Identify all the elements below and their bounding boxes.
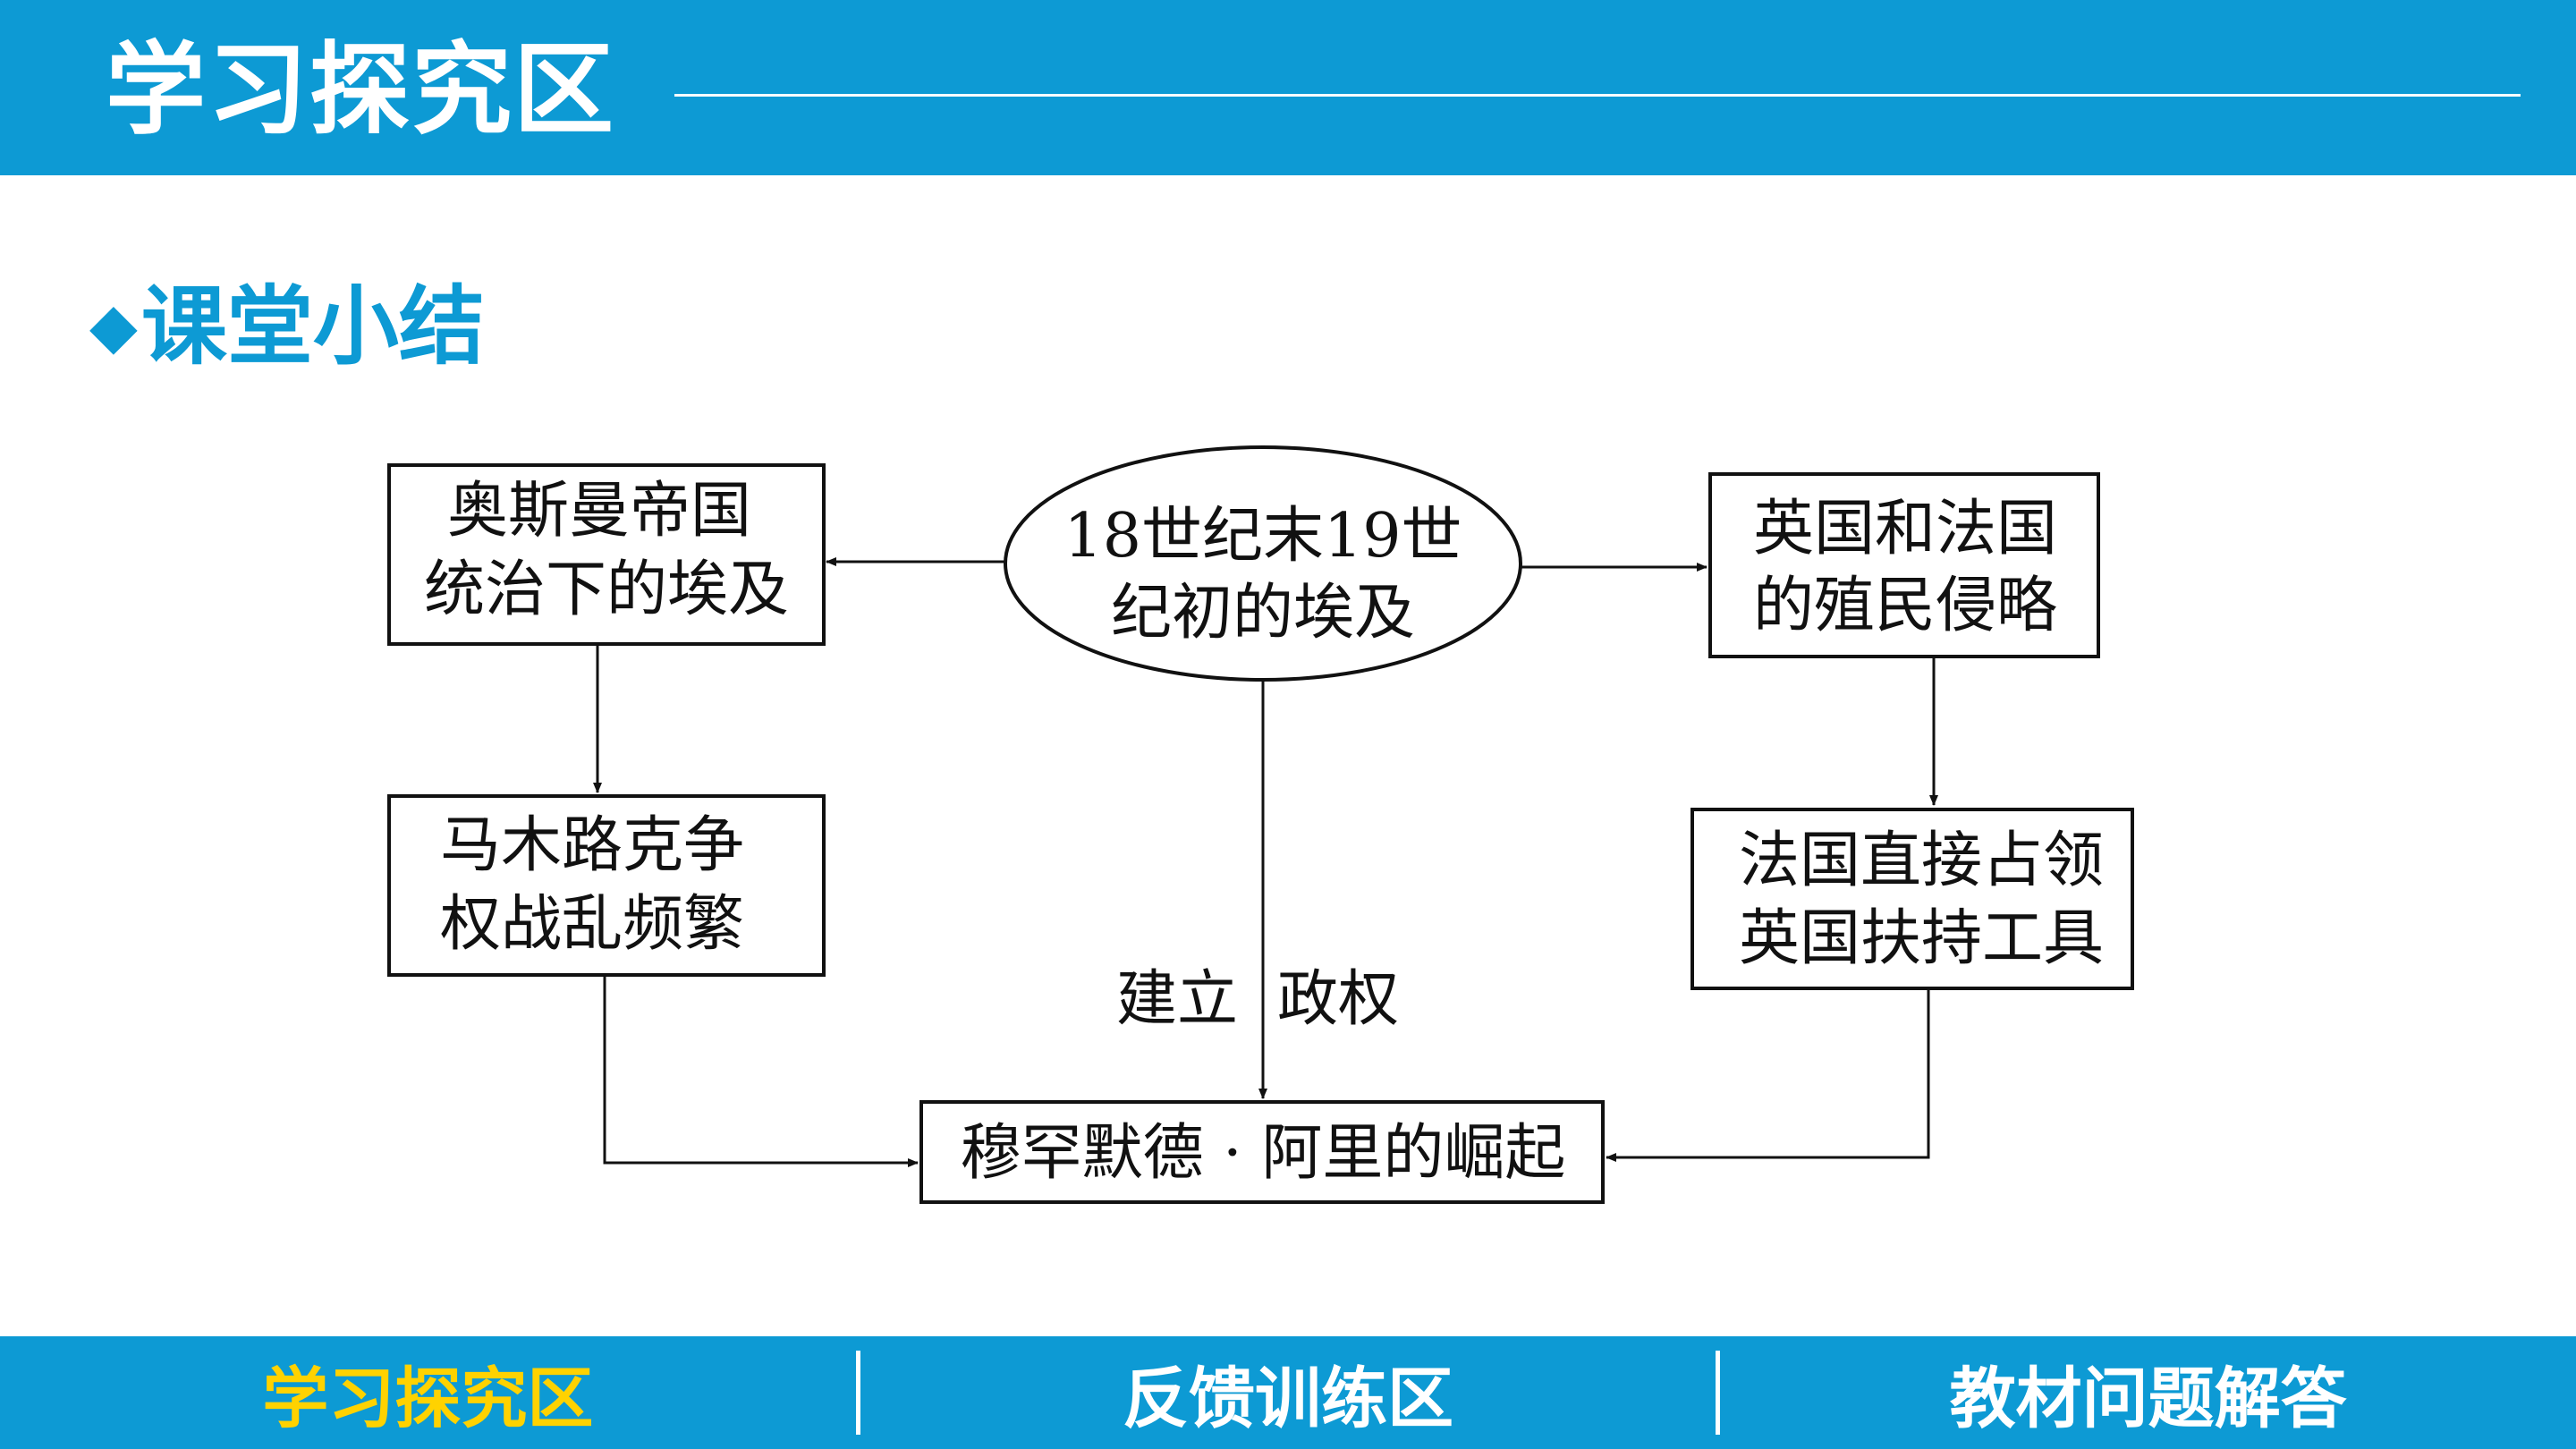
node-egypt-line1: 18世纪末19世 [1063,501,1462,572]
node-mamluk-wars: 马木路克争 权战乱频繁 [387,794,826,977]
footer-tab-feedback[interactable]: 反馈训练区 [1123,1360,1453,1437]
edge-mamluk-to-muhammad-ali [603,977,919,1167]
node-mamluk-line1: 马木路克争 [440,810,744,881]
page-title: 学习探究区 [106,32,615,148]
node-ottoman-line2: 统治下的埃及 [424,555,789,625]
diamond-bullet-icon: ◆ [89,289,138,362]
node-occupation: 法国直接占领 英国扶持工具 [1690,808,2134,990]
node-occupation-line1: 法国直接占领 [1739,826,2104,896]
edge-occupation-to-muhammad-ali [1606,990,1930,1162]
footer-nav: 学习探究区 反馈训练区 教材问题解答 [0,1336,2576,1449]
section-title-text: 课堂小结 [140,276,485,377]
header-divider [674,94,2521,97]
footer-tab-textbook[interactable]: 教材问题解答 [1949,1360,2347,1437]
node-egypt-late18th: 18世纪末19世 纪初的埃及 [1004,445,1522,682]
edge-label-establish: 建立 [1116,964,1238,1035]
header-bar: 学习探究区 [0,0,2576,175]
footer-divider [855,1351,860,1435]
node-egypt-line2: 纪初的埃及 [1111,578,1415,648]
node-muhammad-ali-label: 穆罕默德 · 阿里的崛起 [961,1118,1566,1189]
node-ottoman-rule: 奥斯曼帝国 统治下的埃及 [387,463,826,646]
node-colonial-line1: 英国和法国 [1753,494,2057,564]
node-colonial-line2: 的殖民侵略 [1753,571,2057,641]
section-title: ◆课堂小结 [89,275,485,377]
edge-label-regime: 政权 [1277,964,1399,1035]
footer-tab-study[interactable]: 学习探究区 [262,1360,594,1437]
node-mamluk-line2: 权战乱频繁 [440,889,744,960]
footer-divider [1716,1351,1721,1435]
node-colonial-aggression: 英国和法国 的殖民侵略 [1708,472,2100,658]
node-muhammad-ali: 穆罕默德 · 阿里的崛起 [919,1100,1605,1204]
node-ottoman-line1: 奥斯曼帝国 [447,476,751,547]
node-occupation-line2: 英国扶持工具 [1739,903,2104,974]
